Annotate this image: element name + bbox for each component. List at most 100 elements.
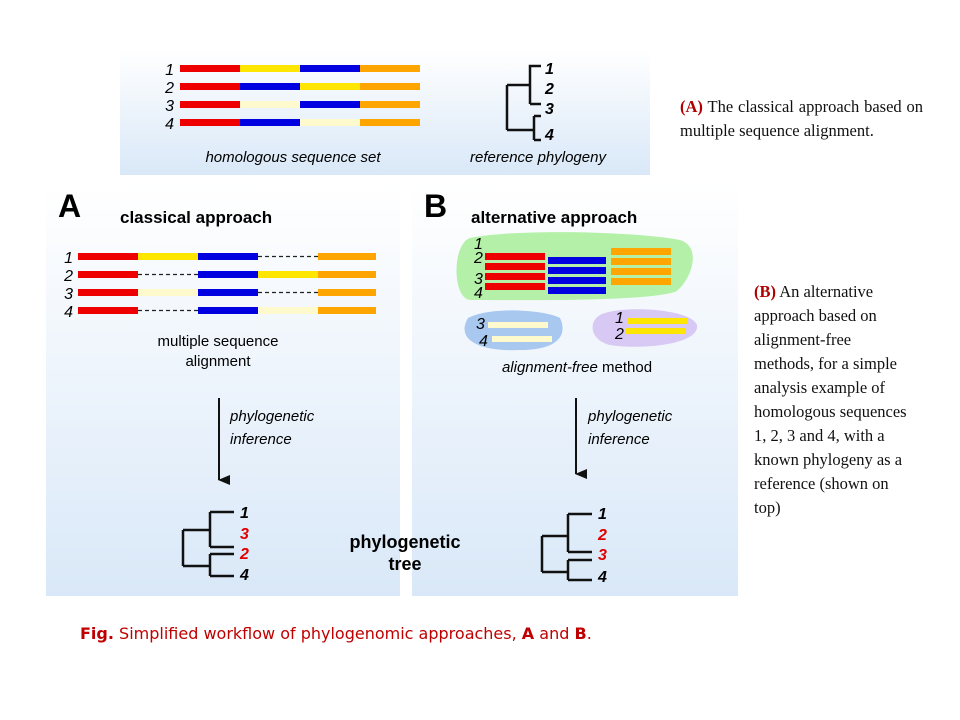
yellow-segment — [300, 83, 360, 90]
panel-a-title: classical approach — [120, 208, 272, 227]
blue-segment — [198, 271, 258, 278]
seq-label: 2 — [63, 268, 73, 285]
tree-label: 3 — [240, 526, 249, 543]
tree-label: 1 — [545, 61, 554, 78]
description-b: (B) An alternative approach based on ali… — [754, 280, 914, 520]
description-b-tag: (B) — [754, 282, 776, 301]
orange-segment — [318, 271, 376, 278]
panel-b-title: alternative approach — [471, 208, 637, 227]
alignment-sequences — [78, 253, 376, 314]
orange-segment — [360, 65, 420, 72]
seq-label: 3 — [474, 271, 483, 288]
tree-label: 4 — [597, 569, 607, 586]
blue-segment — [240, 83, 300, 90]
tree-a — [181, 510, 234, 578]
method-italic: alignment-free — [502, 359, 598, 376]
seq-label: 4 — [165, 116, 174, 133]
cream-segment — [240, 101, 300, 108]
orange-segment — [360, 119, 420, 126]
alignment-free-sequences — [485, 248, 687, 342]
orange-segment — [611, 278, 671, 285]
red-segment — [485, 273, 545, 280]
tree-label: 4 — [544, 127, 554, 144]
phylogenetic-tree-label: tree — [388, 554, 421, 574]
red-segment — [78, 307, 138, 314]
reference-panel: 1 2 3 4 homologous sequence set 1 2 3 4 … — [120, 50, 650, 175]
red-segment — [485, 283, 545, 290]
yellow-segment — [138, 253, 198, 260]
tree-label: 2 — [239, 546, 249, 563]
red-segment — [78, 253, 138, 260]
red-segment — [78, 271, 138, 278]
red-segment — [78, 289, 138, 296]
seq-label: 2 — [164, 80, 174, 97]
red-segment — [180, 101, 240, 108]
yellow-segment — [240, 65, 300, 72]
method-label: alignment-free method — [502, 359, 652, 376]
panel-b-letter: B — [424, 188, 447, 224]
caption-end: . — [586, 624, 592, 643]
method-rest: method — [602, 359, 652, 376]
caption-and: and — [539, 624, 570, 643]
cream-segment — [492, 336, 552, 342]
alignment-label: alignment — [185, 353, 251, 370]
orange-segment — [360, 83, 420, 90]
yellow-segment — [258, 271, 318, 278]
cream-segment — [300, 119, 360, 126]
blue-segment — [198, 253, 258, 260]
tree-label: 2 — [544, 81, 554, 98]
seq-label: 3 — [64, 286, 73, 303]
orange-segment — [318, 289, 376, 296]
blue-segment — [548, 277, 606, 284]
sequence-set-label: homologous sequence set — [205, 149, 381, 166]
description-a-tag: (A) — [680, 97, 703, 116]
phylogeny-label: reference phylogeny — [470, 149, 607, 166]
figure-caption: Fig. Simplified workflow of phylogenomic… — [80, 624, 592, 643]
caption-prefix: Fig. — [80, 624, 114, 643]
orange-segment — [318, 307, 376, 314]
reference-sequences — [180, 65, 420, 126]
description-a: (A) The classical approach based on mult… — [680, 95, 923, 143]
seq-label: 2 — [473, 250, 483, 267]
cream-segment — [138, 289, 198, 296]
blue-segment — [548, 257, 606, 264]
tree-b — [540, 512, 592, 582]
seq-label: 4 — [474, 285, 483, 302]
arrow-label: phylogenetic — [229, 408, 315, 425]
caption-b: B — [574, 624, 587, 643]
red-segment — [180, 65, 240, 72]
cream-segment — [258, 307, 318, 314]
panel-a-letter: A — [58, 188, 81, 224]
orange-segment — [611, 258, 671, 265]
seq-label: 2 — [614, 326, 624, 343]
red-segment — [180, 119, 240, 126]
blue-segment — [300, 65, 360, 72]
seq-label: 4 — [64, 304, 73, 321]
arrow-label: inference — [230, 431, 292, 448]
red-segment — [485, 263, 545, 270]
panel-b: B alternative approach 1 2 3 4 3 4 1 2 a… — [412, 185, 738, 596]
blue-segment — [198, 289, 258, 296]
seq-label: 1 — [165, 62, 174, 79]
seq-label: 3 — [165, 98, 174, 115]
seq-label: 1 — [615, 310, 624, 327]
seq-label: 1 — [474, 236, 483, 253]
orange-segment — [360, 101, 420, 108]
arrow-label: phylogenetic — [587, 408, 673, 425]
orange-segment — [611, 248, 671, 255]
yellow-segment — [627, 318, 687, 324]
blue-segment — [548, 267, 606, 274]
description-a-text: The classical approach based on multiple… — [680, 97, 924, 140]
tree-label: 3 — [545, 101, 554, 118]
reference-tree — [505, 64, 541, 142]
tree-label: 4 — [239, 567, 249, 584]
blue-segment — [198, 307, 258, 314]
blue-segment — [548, 287, 606, 294]
cream-segment — [488, 322, 548, 328]
panel-a: A classical approach 1 2 3 4 multiple se… — [46, 185, 400, 596]
yellow-segment — [625, 328, 685, 334]
seq-label: 4 — [479, 333, 488, 350]
blue-segment — [300, 101, 360, 108]
phylogenetic-tree-label: phylogenetic — [349, 532, 460, 552]
